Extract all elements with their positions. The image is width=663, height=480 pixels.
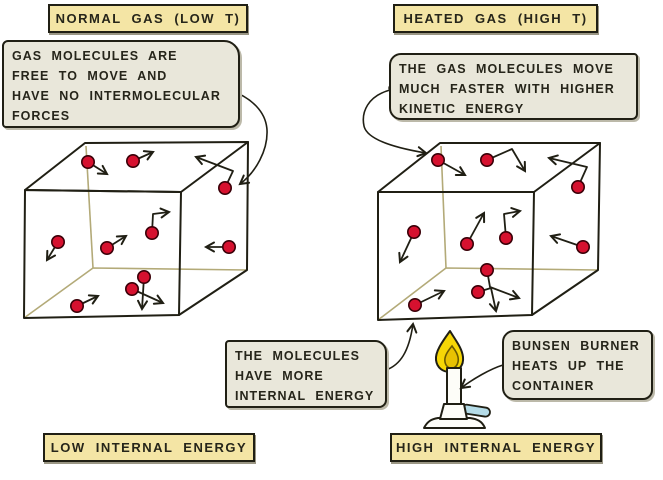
cube-heated-gas-hidden-edge [377,267,599,321]
molecule-dot [498,231,513,246]
molecule-dot [125,281,140,296]
cube-heated-gas-edge [377,191,535,321]
label-low-internal-energy: LOW INTERNAL ENERGY [43,433,255,462]
molecule-dot [479,153,494,168]
molecule-dot [575,240,590,255]
molecule-dot [222,240,237,255]
molecule-dot [145,226,160,241]
molecule-dot [137,269,152,284]
bunsen-barrel [446,367,462,405]
callout-bunsen-burner: BUNSEN BURNER HEATS UP THE CONTAINER [502,330,653,400]
velocity-arrow [503,207,523,239]
molecule-dot [126,154,141,169]
molecule-dot [81,155,96,170]
callout-move-faster: THE GAS MOLECULES MOVE MUCH FASTER WITH … [389,53,638,120]
connector-faster-text-to-molecule [362,89,429,158]
molecule-dot [218,181,233,196]
molecule-dot [407,297,422,312]
callout-more-internal-energy: THE MOLECULES HAVE MORE INTERNAL ENERGY [225,340,387,408]
velocity-arrow [486,148,527,173]
molecule-dot [430,153,445,168]
title-heated-gas: HEATED GAS (HIGH T) [393,4,598,33]
connector-bunsen-text-to-burner [459,364,504,390]
cube-heated-gas-hidden-edge [440,145,447,269]
molecule-dot [406,225,421,240]
molecule-dot [570,180,585,195]
molecule-dot [100,241,115,256]
bunsen-collar [439,403,468,420]
molecule-dot [50,235,65,250]
connector-free-text-to-molecule [229,89,268,186]
bunsen-base [423,417,486,429]
cube-normal-gas-edge [23,189,182,319]
molecule-dot [470,284,485,299]
molecule-dot [459,237,474,252]
connector-internal-text-to-molecule [385,321,418,371]
cube-normal-gas-hidden-edge [23,267,248,319]
velocity-arrow [547,154,588,188]
molecule-dot [479,262,494,277]
cube-heated-gas-edge [531,142,601,316]
callout-free-to-move: GAS MOLECULES ARE FREE TO MOVE AND HAVE … [2,40,240,128]
title-normal-gas: NORMAL GAS (LOW T) [48,4,248,33]
label-high-internal-energy: HIGH INTERNAL ENERGY [390,433,602,462]
molecule-dot [70,298,85,313]
